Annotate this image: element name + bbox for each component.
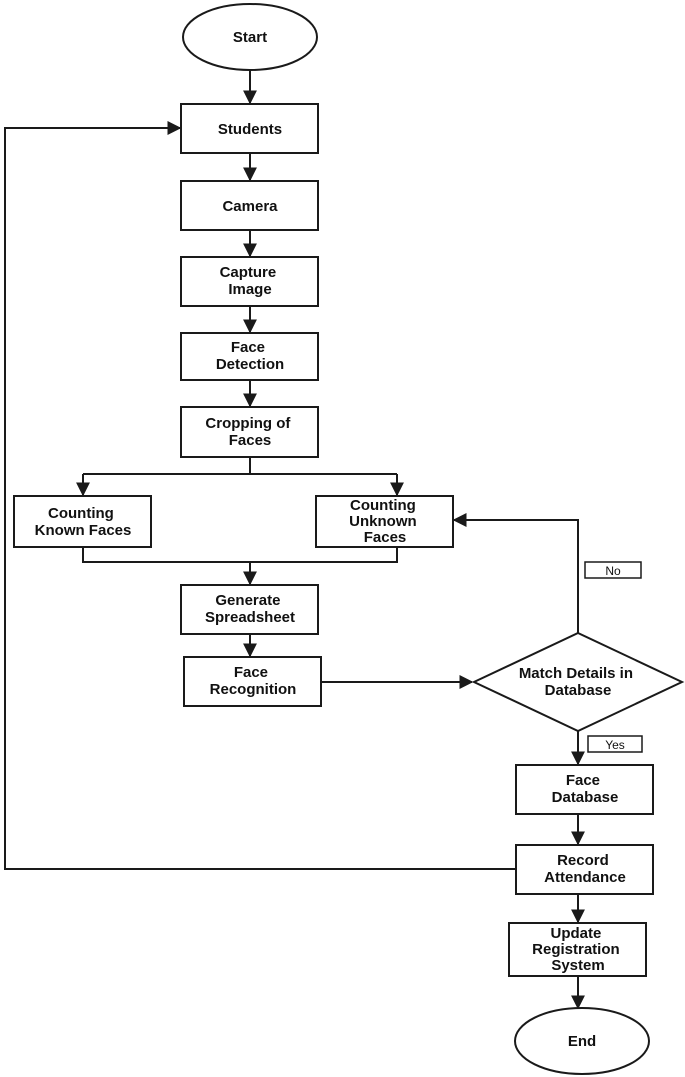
node-facedb-line-2: Database <box>552 789 619 806</box>
node-match-line-2: Database <box>545 682 612 699</box>
svg-text:End: End <box>568 1033 596 1050</box>
node-camera-line-1: Camera <box>222 198 278 215</box>
node-unknown-line-3: Faces <box>364 529 407 546</box>
node-counting-known-faces: Counting Known Faces <box>13 495 152 548</box>
node-cropping-line-1: Cropping of <box>205 415 291 432</box>
yes-label: Yes <box>605 738 625 752</box>
node-camera: Camera <box>180 180 319 231</box>
node-capture-line-1: Capture <box>220 264 277 281</box>
svg-text:Face Detection: Face Detection <box>216 339 284 373</box>
node-known-line-1: Counting <box>48 505 114 522</box>
svg-text:Camera: Camera <box>222 198 278 215</box>
node-unknown-line-1: Counting <box>350 497 416 514</box>
svg-text:Counting Known Faces: Counting Known Faces <box>35 505 132 539</box>
svg-text:Counting Unknown F: Counting Unknown Faces <box>349 497 421 546</box>
node-record-line-1: Record <box>557 852 609 869</box>
node-capture-image: Capture Image <box>180 256 319 307</box>
node-capture-line-2: Image <box>228 281 271 298</box>
node-end: End <box>514 1007 650 1075</box>
node-students-line-1: Students <box>218 121 282 138</box>
svg-text:Cropping of Faces: Cropping of Faces <box>205 415 294 449</box>
node-students: Students <box>180 103 319 154</box>
svg-text:Match Details in Databas: Match Details in Database <box>519 665 637 699</box>
svg-text:Students: Students <box>218 121 282 138</box>
node-spreadsheet-line-1: Generate <box>215 592 280 609</box>
connectors <box>4 70 585 1010</box>
node-cropping-of-faces: Cropping of Faces <box>180 406 319 458</box>
svg-text:Update Registration: Update Registration System <box>532 925 624 974</box>
node-facedb-line-1: Face <box>566 772 600 789</box>
svg-text:Capture Image: Capture Image <box>220 264 281 298</box>
node-face-database: Face Database <box>515 764 654 815</box>
node-update-line-1: Update <box>550 925 601 942</box>
node-spreadsheet-line-2: Spreadsheet <box>205 609 295 626</box>
node-detection-line-2: Detection <box>216 356 284 373</box>
node-start: Start <box>182 3 318 71</box>
svg-text:Face Recognition: Face Recognition <box>210 664 297 698</box>
node-generate-spreadsheet: Generate Spreadsheet <box>180 584 319 635</box>
no-label: No <box>605 564 621 578</box>
node-update-registration-system: Update Registration System <box>508 922 647 977</box>
node-record-line-2: Attendance <box>544 869 626 886</box>
node-end-line-1: End <box>568 1033 596 1050</box>
svg-text:Record Attendance: Record Attendance <box>544 852 626 886</box>
yes-tag: Yes <box>587 735 643 753</box>
node-start-line-1: Start <box>233 29 267 46</box>
node-face-detection: Face Detection <box>180 332 319 381</box>
node-cropping-line-2: Faces <box>229 432 272 449</box>
node-update-line-2: Registration <box>532 941 620 958</box>
edge-merge-bar <box>82 547 398 563</box>
node-detection-line-1: Face <box>231 339 265 356</box>
svg-text:Start: Start <box>233 29 267 46</box>
node-match-line-1: Match Details in <box>519 665 633 682</box>
edge-match-no-unknown <box>452 513 579 633</box>
node-recognition-line-1: Face <box>234 664 268 681</box>
edge-record-loop-students <box>4 121 515 870</box>
node-update-line-3: System <box>551 957 604 974</box>
svg-text:Face Database: Face Database <box>552 772 619 806</box>
node-unknown-line-2: Unknown <box>349 513 417 530</box>
node-face-recognition: Face Recognition <box>183 656 322 707</box>
node-known-line-2: Known Faces <box>35 522 132 539</box>
node-recognition-line-2: Recognition <box>210 681 297 698</box>
svg-text:Generate Spreadsheet: Generate Spreadsheet <box>205 592 295 626</box>
node-match-details-decision: Match Details in Database <box>471 631 685 733</box>
node-record-attendance: Record Attendance <box>515 844 654 895</box>
node-counting-unknown-faces: Counting Unknown Faces <box>315 495 454 548</box>
no-tag: No <box>584 561 642 579</box>
